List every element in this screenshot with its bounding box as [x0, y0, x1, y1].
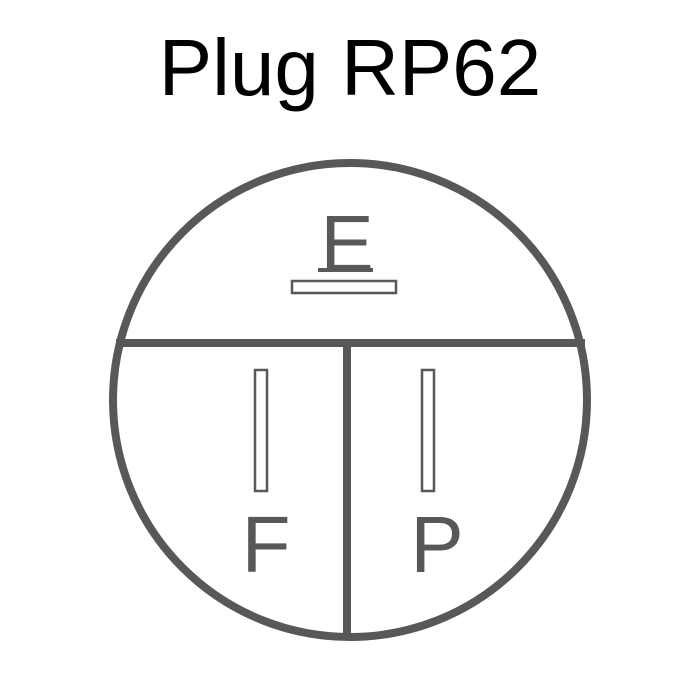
pin-label-p: P [410, 500, 463, 589]
pin-p-blade [420, 368, 436, 493]
pin-f-blade [253, 368, 269, 493]
pin-e-blade [290, 279, 398, 295]
pin-label-e: E [320, 199, 373, 288]
pin-label-f: F [242, 500, 291, 589]
diagram-title: Plug RP62 [158, 23, 542, 112]
